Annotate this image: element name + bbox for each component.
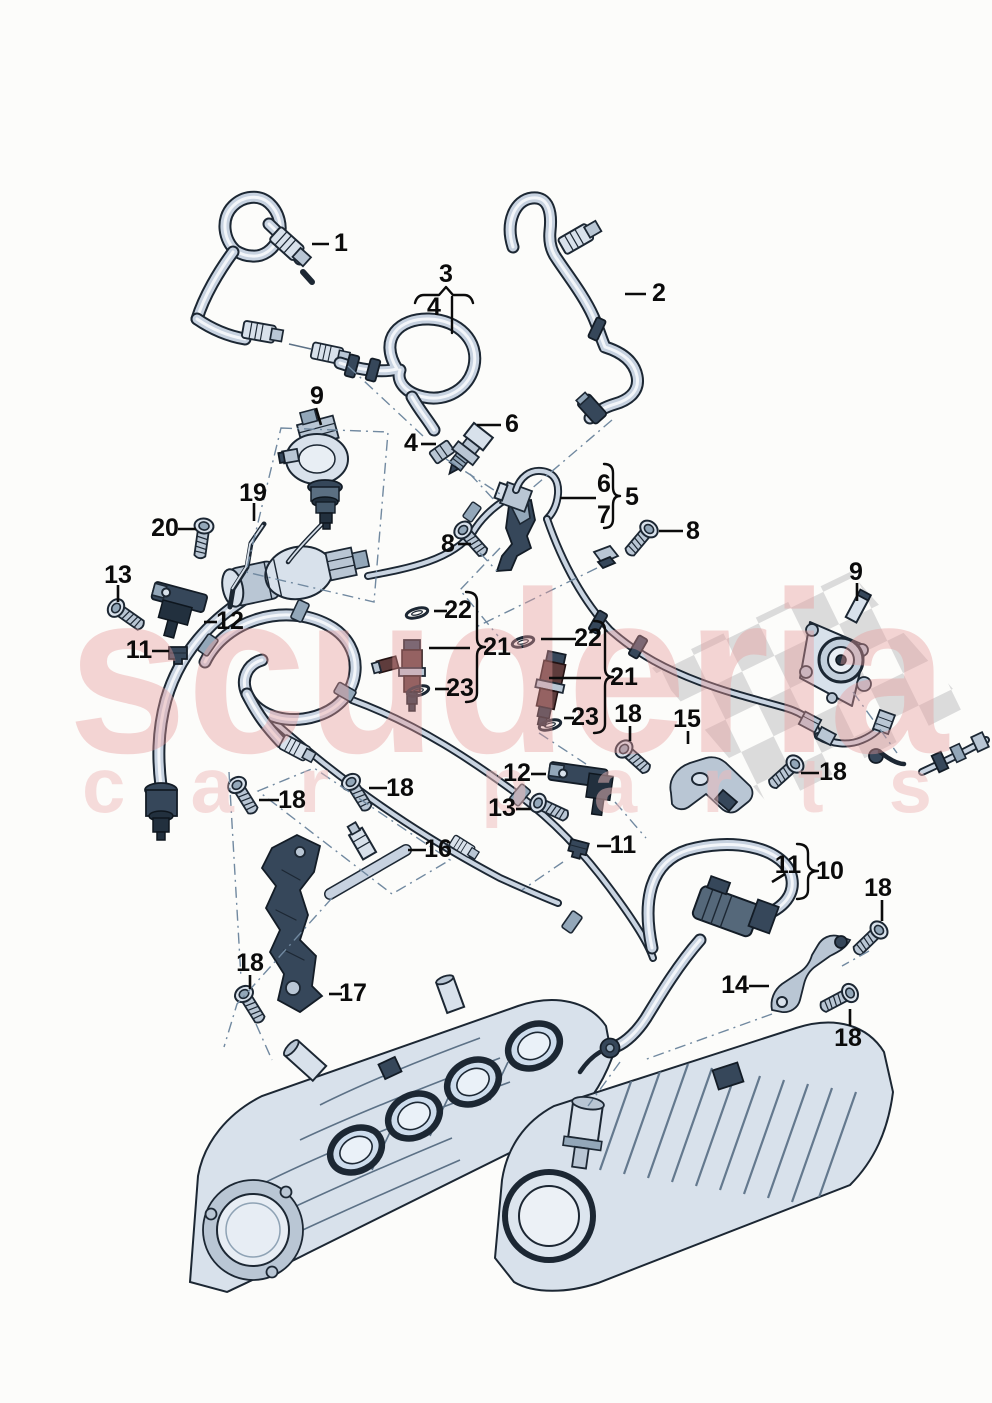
callout-3: 3 [439,260,453,288]
callout-18g: 18 [236,949,264,977]
callout-13b: 13 [488,794,516,822]
injector-cup [144,782,178,841]
callout-9a: 9 [310,382,324,410]
callout-17: 17 [339,979,367,1007]
part-10-hose-with-valve [577,845,792,1075]
callout-11a: 11 [126,636,153,664]
callout-6a: 6 [505,410,519,438]
leader-9a [314,407,323,426]
callout-21a: 21 [483,633,511,661]
watermark: scuderia car parts [68,544,950,829]
callout-2: 2 [652,279,666,307]
callout-18f: 18 [834,1024,862,1052]
upper-intake-manifold [188,974,614,1294]
part-9-high-pressure-pump-right [799,588,873,707]
part-7-clamp-nut [592,544,620,570]
part-3-fuel-hose-loop [309,319,474,430]
callout-13a: 13 [104,561,132,589]
part-18-screw [815,980,863,1018]
callout-23b: 23 [571,703,599,731]
callout-12b: 12 [503,759,531,787]
brace-21b [592,619,615,735]
fuel-line-harness [144,599,653,958]
part-2-fuel-hose [510,198,637,425]
callout-14: 14 [721,971,749,999]
part-21-injector-left [370,639,426,712]
intake-port [504,1020,564,1072]
callout-18e: 18 [864,874,892,902]
vacuum-nipple [435,974,466,1015]
callout-23a: 23 [446,674,474,702]
callout-18c: 18 [386,774,414,802]
callout-8b: 8 [686,517,700,545]
callout-4b: 4 [404,429,418,457]
part-14-bracket [770,934,852,1013]
intake-port [326,1124,386,1176]
manifold-sensor [711,1061,745,1091]
coolant-nipple [283,1039,328,1083]
quick-connector [269,226,313,268]
intake-port [443,1056,503,1108]
callout-11b: 11 [610,831,637,859]
valve-body [691,874,780,938]
callout-11c: 11 [775,851,802,879]
checkered-flag-motif [652,572,968,806]
callout-21b: 21 [610,663,638,691]
callout-5: 5 [625,483,639,511]
pipe-fitting-hex [814,725,838,747]
pipe-fitting-hex [797,710,823,734]
callout-1: 1 [334,229,348,257]
callout-10: 10 [816,857,844,885]
watermark-word: scuderia [68,544,950,801]
brace-3 [413,285,475,305]
part-9-high-pressure-pump-left [277,408,349,530]
leader-11c [771,872,786,884]
callout-9b: 9 [849,558,863,586]
callout-22b: 22 [574,624,602,652]
construction-lines [223,365,898,1107]
callout-22a: 22 [444,596,472,624]
callout-6b: 6 [597,470,611,498]
manifold-fitting [562,1095,605,1170]
hose-end-fitting [575,391,607,425]
callout-18d: 18 [819,758,847,786]
callout-18a: 18 [614,700,642,728]
part-16-injector-rail [324,821,412,900]
part-17-support-bracket [260,833,324,1014]
part-12-sensor-right [547,761,614,817]
part-18-screw [848,916,892,961]
part-15-bracket [669,756,754,814]
brace-21a [464,590,487,704]
part-1-vent-line [197,197,315,344]
callout-19: 19 [239,479,267,507]
callout-18b: 18 [278,786,306,814]
callout-16: 16 [424,835,452,863]
callout-7: 7 [597,501,611,529]
part-4-connector-piece [428,439,456,465]
part-6-sensor [448,421,495,476]
fuel-pipe-stub-right [922,731,991,772]
callout-12a: 12 [216,607,244,635]
intake-port [384,1090,444,1142]
part-12-sensor-left [150,581,208,639]
callout-4a: 4 [427,293,441,321]
callout-15: 15 [673,705,701,733]
lower-intake-manifold [493,1021,895,1292]
brace-10 [795,842,820,901]
callout-8a: 8 [441,530,455,558]
callout-20: 20 [151,514,179,542]
quick-connector [557,219,603,255]
brace-5 [602,462,622,530]
manifold-sensor [377,1055,403,1081]
